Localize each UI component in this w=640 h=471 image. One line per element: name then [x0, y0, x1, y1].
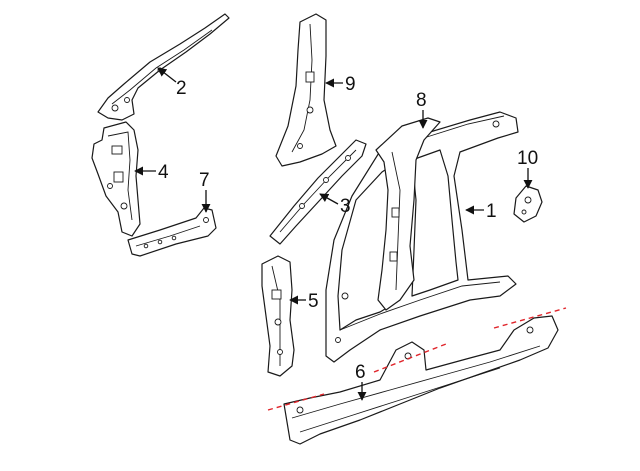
cut-lines: [267, 307, 567, 411]
part-3-roof-rail: [269, 139, 367, 245]
callout-1: 1: [486, 201, 497, 222]
part-7-lower-reinforcement: [127, 207, 217, 257]
part-6-rocker-sill: [283, 315, 559, 445]
cut-line-front: [267, 393, 325, 411]
leader-lines: [134, 67, 533, 401]
part-10-bracket: [513, 185, 543, 223]
callout-7: 7: [199, 170, 210, 191]
part-8-center-pillar-inner: [375, 117, 441, 311]
part-4-hinge-pillar: [91, 121, 141, 237]
leader-3: [319, 193, 339, 205]
part-2-windshield-pillar: [97, 13, 230, 121]
leader-2: [157, 67, 177, 83]
callout-5: 5: [308, 291, 319, 312]
callout-9: 9: [345, 74, 356, 95]
part-9-center-pillar: [275, 13, 337, 167]
part-5-front-pillar-lower: [261, 255, 295, 377]
cut-line-rear: [493, 307, 567, 329]
callout-8: 8: [416, 90, 427, 111]
callout-10: 10: [517, 148, 538, 169]
callout-labels: 2 4 7 9 3 8 1 10 5 6: [158, 74, 538, 383]
callout-6: 6: [355, 362, 366, 383]
callout-2: 2: [176, 78, 187, 99]
callout-4: 4: [158, 162, 169, 183]
callout-3: 3: [340, 196, 351, 217]
cut-line-middle: [373, 343, 447, 373]
